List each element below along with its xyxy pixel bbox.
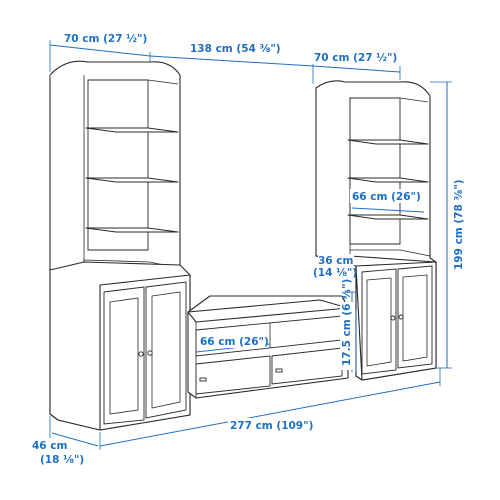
drawer-height-label: 17.5 cm (6 ⅗") bbox=[341, 279, 353, 366]
total-height-label: 199 cm (78 ⅜") bbox=[453, 179, 465, 270]
left-tall-unit bbox=[49, 60, 191, 431]
bench-height-inch-label: (14 ⅛") bbox=[313, 267, 357, 279]
tv-bench bbox=[187, 295, 349, 399]
left-unit-width-label: 70 cm (27 ½") bbox=[64, 33, 147, 45]
right-tall-unit bbox=[315, 80, 437, 381]
depth-inch-label: (18 ⅛") bbox=[40, 454, 84, 466]
middle-gap-width-label: 138 cm (54 ⅜") bbox=[190, 43, 281, 55]
total-width-label: 277 cm (109") bbox=[230, 420, 313, 432]
shelf-inner-width-label: 66 cm (26") bbox=[352, 191, 421, 203]
tv-drawer-width-label: 66 cm (26") bbox=[200, 336, 269, 348]
right-unit-width-label: 70 cm (27 ½") bbox=[314, 52, 397, 64]
bench-height-label: 36 cm bbox=[318, 255, 353, 267]
depth-label: 46 cm bbox=[32, 440, 67, 452]
